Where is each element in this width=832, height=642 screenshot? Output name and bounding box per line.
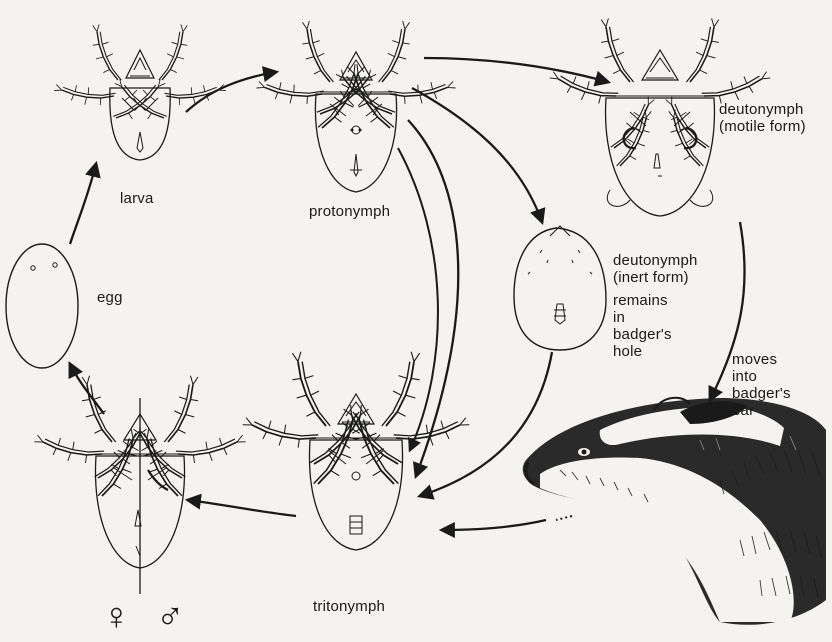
label-larva: larva — [120, 190, 154, 207]
label-badger-note: moves into badger's ear — [732, 351, 791, 419]
arrow-protonymph-to-deutonymph-motile — [424, 58, 608, 82]
label-protonymph: protonymph — [309, 203, 390, 220]
egg-figure — [6, 244, 78, 368]
arrow-badger-to-tritonymph — [442, 520, 546, 530]
label-deutonymph-inert: deutonymph (inert form) — [613, 252, 698, 286]
arrow-protonymph-side-to-tritonymph — [398, 148, 438, 450]
adult-mites-figure — [33, 376, 246, 594]
deutonymph-inert-figure — [514, 226, 606, 350]
label-egg: egg — [97, 289, 123, 306]
protonymph-mite-figure — [255, 21, 456, 192]
arrow-egg-to-larva — [70, 164, 96, 244]
arrow-protonymph-to-deutonymph-inert — [412, 88, 542, 222]
label-tritonymph: tritonymph — [313, 598, 385, 615]
dashed-entry-line — [556, 516, 572, 520]
badger-head-illustration — [523, 398, 826, 625]
tritonymph-mite-figure — [242, 352, 471, 550]
male-symbol: ♂ — [156, 597, 185, 637]
arrow-tritonymph-to-adult — [188, 500, 296, 516]
larva-mite-figure — [53, 24, 227, 160]
arrow-protonymph-to-tritonymph — [408, 120, 458, 476]
arrow-larva-to-protonymph — [186, 72, 276, 112]
label-inert-note: remains in badger's hole — [613, 292, 672, 360]
label-deutonymph-motile: deutonymph (motile form) — [719, 101, 806, 135]
female-symbol: ♀ — [102, 597, 131, 637]
